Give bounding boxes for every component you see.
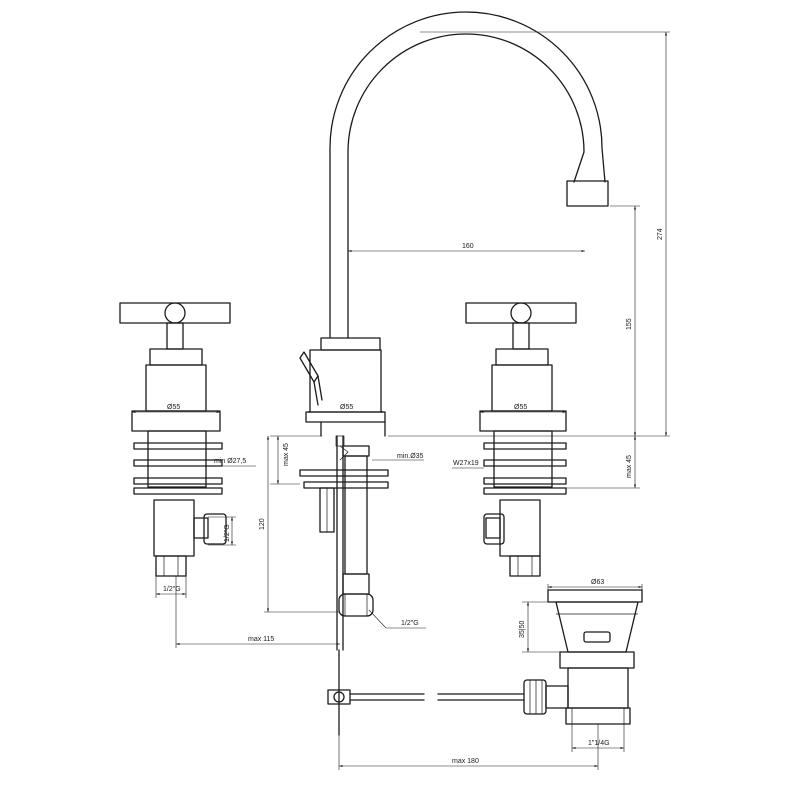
- label-d55-left: Ø55: [167, 404, 180, 411]
- label-dim-160: 160: [462, 243, 474, 250]
- label-d63: Ø63: [591, 579, 604, 586]
- left-valve: [119, 302, 231, 577]
- label-max45-right: max 45: [626, 455, 633, 478]
- label-half-inch-g-bottom: 1/2"G: [163, 586, 181, 593]
- label-max45-left: max 45: [283, 443, 290, 466]
- label-dim-120: 120: [259, 518, 266, 530]
- popup-linkage: [327, 649, 525, 736]
- dimension-lines: [132, 31, 670, 770]
- label-dim-35-50: 35|50: [519, 621, 526, 638]
- label-one-quarter-g: 1"1/4G: [588, 740, 610, 747]
- label-d55-center: Ø55: [340, 404, 353, 411]
- center-body: [299, 337, 389, 651]
- right-valve: [465, 302, 577, 577]
- label-dim-274: 274: [657, 228, 664, 240]
- label-half-inch-g-vertical: 1/2"G: [224, 524, 231, 542]
- dimension-labels: Ø55 Ø55 Ø55 min Ø27,5 min.Ø35 W27x19 max…: [163, 228, 664, 765]
- label-min-d35: min.Ø35: [397, 453, 424, 460]
- label-dim-155: 155: [626, 318, 633, 330]
- label-max115: max 115: [248, 636, 274, 643]
- label-w27x19: W27x19: [453, 460, 479, 467]
- label-d55-right: Ø55: [514, 404, 527, 411]
- label-max180: max 180: [452, 758, 479, 765]
- drain-waste: [523, 589, 643, 725]
- label-min-d27-5: min Ø27,5: [214, 458, 246, 465]
- spout: [329, 11, 609, 339]
- label-half-inch-g-hose: 1/2"G: [401, 620, 419, 627]
